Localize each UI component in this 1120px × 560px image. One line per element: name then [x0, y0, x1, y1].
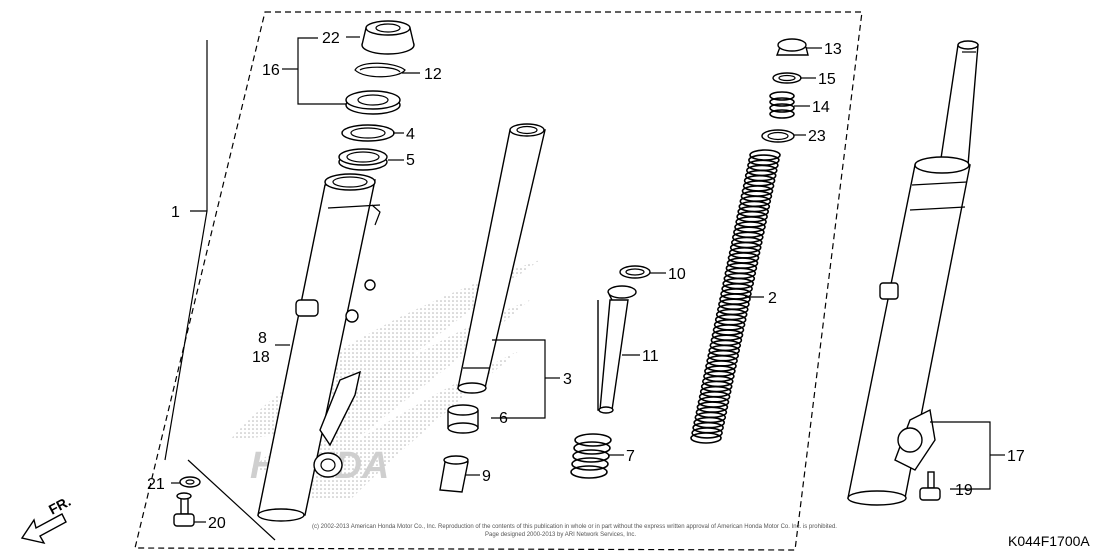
label-6: 6	[499, 410, 508, 427]
part-21-washer	[179, 476, 201, 488]
part-19-socket-bolt	[919, 471, 941, 501]
part-4-back-up-ring	[341, 124, 395, 142]
label-15: 15	[818, 71, 836, 88]
leader-lines	[164, 36, 1005, 523]
part-16-oil-seal	[345, 90, 401, 115]
part-5-guide-bushing	[338, 148, 388, 171]
part-10-piston-ring	[619, 265, 651, 279]
label-19: 19	[955, 482, 973, 499]
spring-coil	[690, 432, 722, 444]
label-5: 5	[406, 152, 415, 169]
part-9-oil-lock-piece	[439, 455, 469, 493]
label-4: 4	[406, 126, 415, 143]
part-12-stopper-ring	[354, 62, 406, 78]
label-22: 22	[322, 30, 340, 47]
part-21-leader	[187, 459, 276, 541]
label-7: 7	[626, 448, 635, 465]
part-7-rebound-spring	[570, 433, 612, 479]
front-direction-arrow: FR.	[20, 493, 73, 545]
label-10: 10	[668, 266, 686, 283]
label-2: 2	[768, 290, 777, 307]
part-11-fork-piece	[597, 285, 637, 414]
label-17: 17	[1007, 448, 1025, 465]
label-14: 14	[812, 99, 830, 116]
label-3: 3	[563, 371, 572, 388]
label-18: 18	[252, 349, 270, 366]
label-8: 8	[258, 330, 267, 347]
label-12: 12	[424, 66, 442, 83]
assembly-frame	[134, 11, 863, 551]
spring-coil	[691, 427, 723, 439]
part-6-slider-bushing	[447, 404, 479, 434]
label-9: 9	[482, 468, 491, 485]
part-22-dust-seal	[361, 20, 415, 55]
fr-label: FR.	[46, 493, 73, 518]
right-fork-assembly	[847, 40, 979, 506]
label-1: 1	[171, 204, 180, 221]
part-20-socket-bolt	[173, 492, 195, 527]
diagram-code: K044F1700A	[1008, 533, 1090, 549]
copyright-line-1: (c) 2002-2013 American Honda Motor Co., …	[312, 524, 837, 530]
label-23: 23	[808, 128, 826, 145]
part-3-fork-pipe	[457, 123, 546, 394]
part-14-spring-seat	[769, 91, 795, 119]
label-11: 11	[642, 348, 659, 365]
label-13: 13	[824, 41, 842, 58]
part-15-stopper-ring	[772, 72, 802, 84]
part-1-fork-slider	[257, 173, 381, 522]
part-23-washer	[761, 129, 795, 143]
copyright-line-2: Page designed 2000-2013 by ARI Network S…	[485, 532, 636, 538]
label-21: 21	[147, 476, 165, 493]
label-16: 16	[262, 62, 280, 79]
label-20: 20	[208, 515, 226, 532]
part-2-fork-spring	[690, 149, 781, 444]
part-13-fork-bolt-cap	[775, 38, 809, 56]
